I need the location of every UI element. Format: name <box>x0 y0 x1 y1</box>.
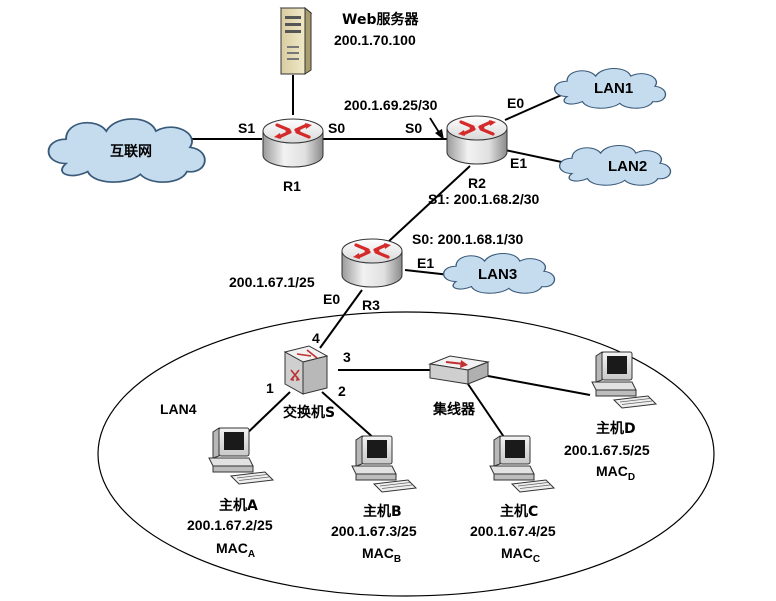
host-b-icon[interactable] <box>351 435 417 493</box>
r3-e0-label: E0 <box>323 291 340 307</box>
host-b-mac: MACB <box>362 545 401 565</box>
r2-e1-label: E1 <box>510 155 527 171</box>
r3-e0-ip: 200.1.67.1/25 <box>229 274 315 290</box>
host-c-name: 主机C <box>500 503 538 520</box>
web-server-title: Web服务器 <box>342 11 419 28</box>
switch-port-1: 1 <box>266 380 274 396</box>
link-r3-lan3 <box>404 269 451 276</box>
router-r1-icon[interactable] <box>261 117 325 169</box>
r2-name: R2 <box>468 175 486 191</box>
host-c-ip: 200.1.67.4/25 <box>470 523 556 539</box>
link-r2-lan1 <box>504 92 567 121</box>
switch-port-2: 2 <box>338 383 346 399</box>
router-r3-icon[interactable] <box>340 237 404 289</box>
switch-s-icon[interactable] <box>283 345 329 395</box>
link-r2-r3 <box>387 165 471 243</box>
host-c-icon[interactable] <box>489 435 555 493</box>
host-d-ip: 200.1.67.5/25 <box>564 442 650 458</box>
r3-name: R3 <box>362 297 380 313</box>
link-r3-switch <box>319 289 363 349</box>
switch-port-3: 3 <box>343 349 351 365</box>
r2-e0-label: E0 <box>507 95 524 111</box>
lan4-boundary <box>97 311 715 597</box>
host-d-name: 主机D <box>596 420 636 437</box>
r2-s0-label: S0 <box>405 120 422 136</box>
host-a-ip: 200.1.67.2/25 <box>187 517 273 533</box>
host-c-mac: MACC <box>501 545 540 565</box>
link-hub-hostc <box>467 383 507 441</box>
lan2-label: LAN2 <box>608 158 647 175</box>
web-server-icon[interactable] <box>279 6 313 75</box>
r1-s1-label: S1 <box>238 120 255 136</box>
pointer-arrow <box>429 117 444 140</box>
hub-name: 集线器 <box>432 401 476 418</box>
r1-s0-label: S0 <box>328 120 345 136</box>
r3-e1-label: E1 <box>417 255 434 271</box>
host-a-name: 主机A <box>219 497 258 514</box>
r2-s0-ip: 200.1.69.25/30 <box>344 97 438 113</box>
switch-port-4: 4 <box>312 330 320 346</box>
host-a-icon[interactable] <box>208 427 274 485</box>
link-switch-hostb <box>321 391 377 441</box>
switch-name: 交换机S <box>283 404 335 421</box>
web-server-ip: 200.1.70.100 <box>334 32 416 48</box>
host-a-mac: MACA <box>216 540 255 560</box>
lan4-label: LAN4 <box>160 401 197 417</box>
host-b-ip: 200.1.67.3/25 <box>331 523 417 539</box>
host-d-mac: MACD <box>596 463 635 483</box>
link-r2-lan2 <box>504 149 572 165</box>
router-r2-icon[interactable] <box>445 114 509 166</box>
hub-icon[interactable] <box>428 355 490 385</box>
lan1-label: LAN1 <box>594 80 633 97</box>
r2-s1-ip: S1: 200.1.68.2/30 <box>428 191 540 207</box>
r3-s0-ip: S0: 200.1.68.1/30 <box>412 231 524 247</box>
link-hub-hostd <box>487 375 591 396</box>
r1-name: R1 <box>283 178 301 194</box>
host-b-name: 主机B <box>363 503 402 520</box>
internet-label: 互联网 <box>110 144 152 160</box>
host-d-icon[interactable] <box>591 351 657 409</box>
lan3-label: LAN3 <box>478 266 517 283</box>
